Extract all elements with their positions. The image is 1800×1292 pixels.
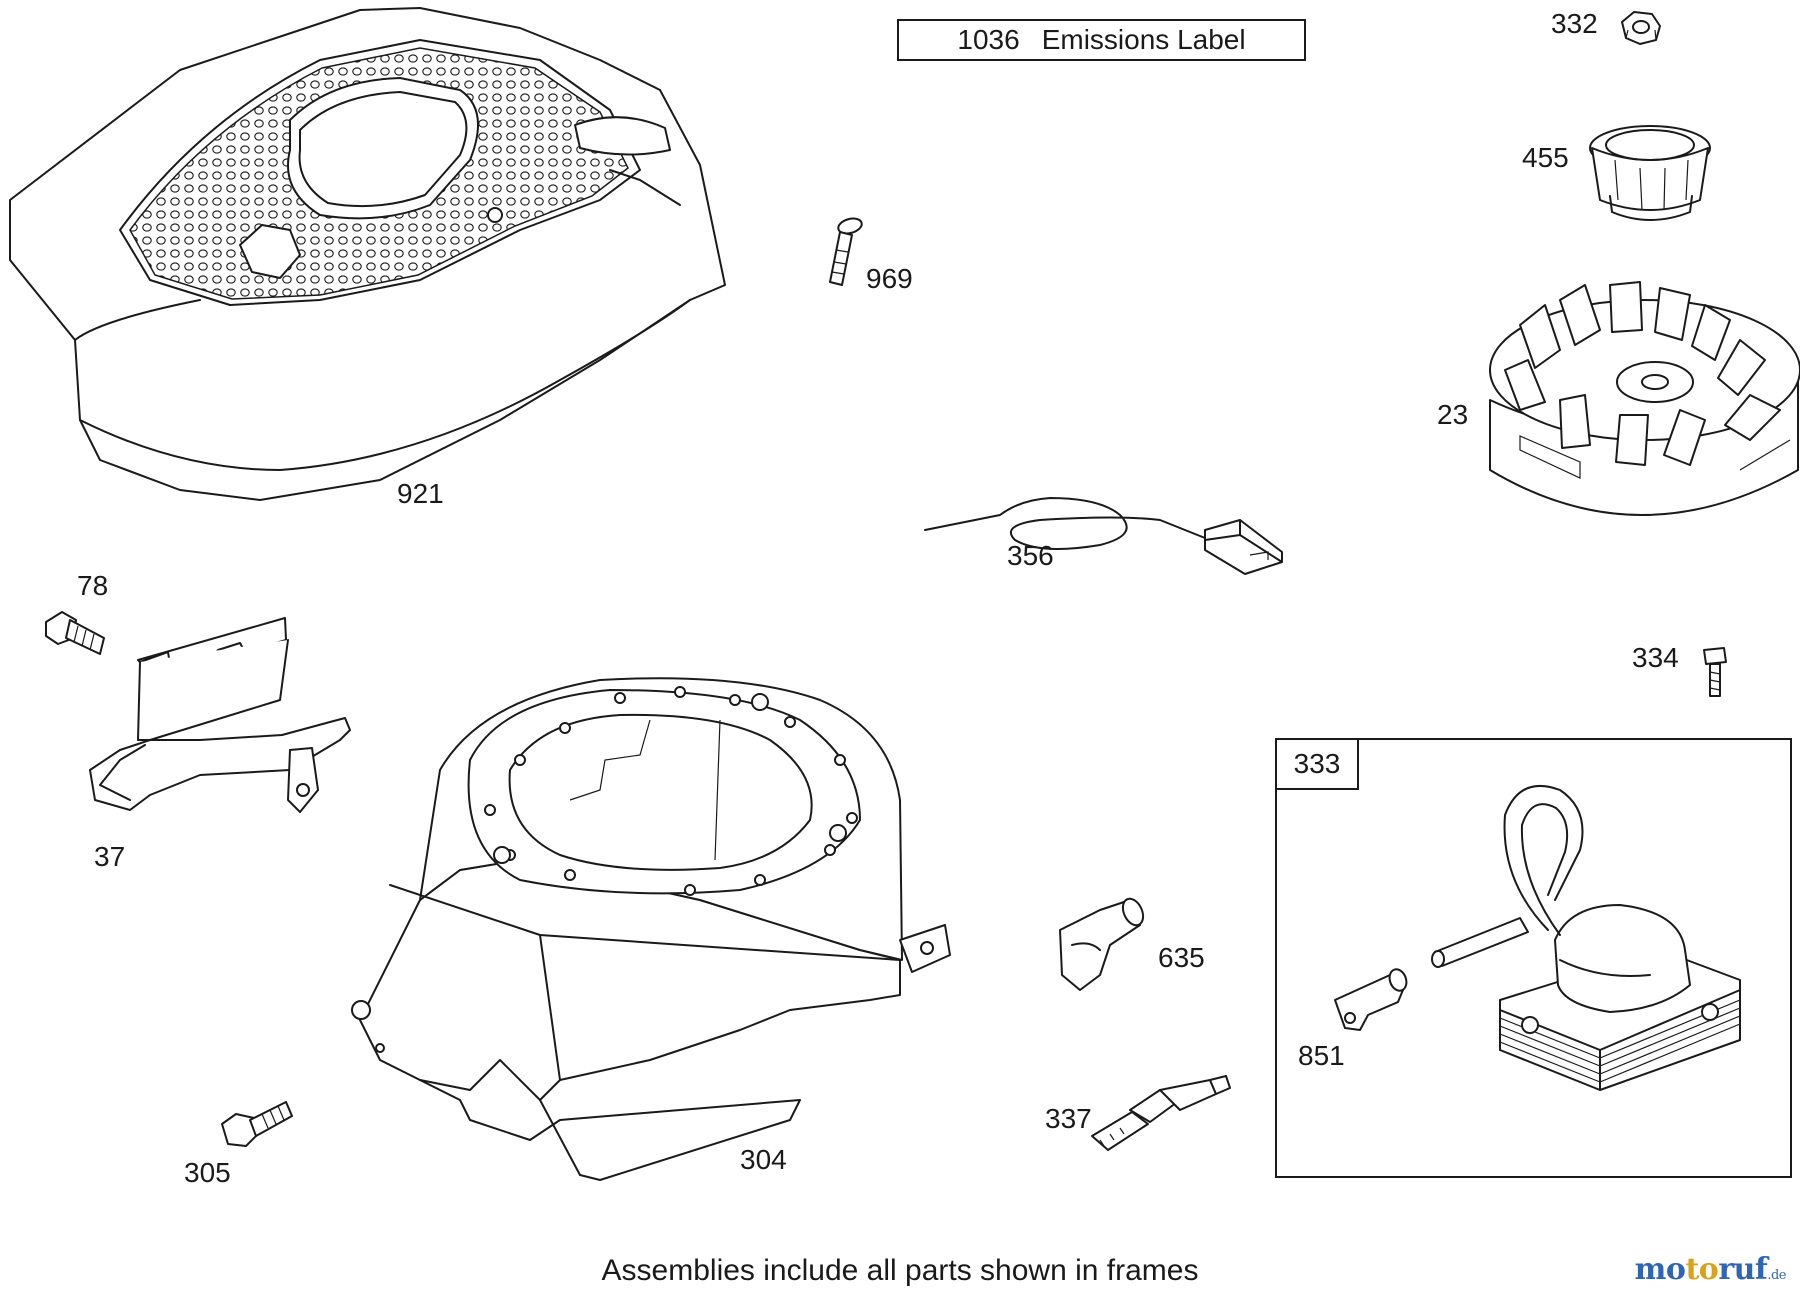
air-guide-37-drawing (89, 617, 351, 813)
nut-332-drawing (1621, 11, 1661, 45)
callout-921: 921 (397, 478, 444, 509)
assembly-frame-tag: 333 (1277, 740, 1359, 790)
callout-78: 78 (77, 570, 109, 601)
blower-housing-304-drawing (351, 677, 951, 1181)
callout-304: 304 (740, 1144, 787, 1175)
bolt-305-drawing (221, 1101, 293, 1147)
screw-969-drawing (829, 217, 863, 286)
logo-part-2: to (1685, 1252, 1719, 1287)
callout-334: 334 (1632, 642, 1679, 673)
logo-part-1: mo (1634, 1252, 1686, 1287)
starter-cup-455-drawing (1589, 125, 1711, 221)
callout-337: 337 (1045, 1103, 1092, 1134)
emissions-label-box: 1036 Emissions Label (897, 19, 1306, 61)
callout-969: 969 (866, 263, 913, 294)
callout-23: 23 (1437, 399, 1469, 430)
screw-334-drawing (1703, 647, 1727, 697)
flywheel-23-drawing (1489, 281, 1800, 516)
emissions-label-part-number: 1036 (957, 24, 1020, 55)
ground-wire-356-drawing (924, 497, 1283, 575)
emissions-label-text: Emissions Label (1041, 24, 1246, 55)
callout-37: 37 (94, 841, 126, 872)
callout-455: 455 (1522, 142, 1569, 173)
callout-356: 356 (1007, 540, 1054, 571)
blower-housing-cover-921-drawing (9, 7, 726, 501)
terminal-851-drawing (1334, 968, 1408, 1031)
callout-635: 635 (1158, 942, 1205, 973)
assembly-frame-333: 333 (1275, 738, 1792, 1178)
spark-plug-boot-635-drawing (1059, 897, 1145, 991)
assemblies-footnote: Assemblies include all parts shown in fr… (601, 1254, 1199, 1287)
ignition-armature-333-drawing (1431, 785, 1741, 1091)
callout-332: 332 (1551, 8, 1598, 39)
callout-851: 851 (1298, 1040, 1345, 1071)
motoruf-watermark-logo: motoruf.de (1634, 1252, 1787, 1287)
spark-plug-337-drawing (1091, 1075, 1231, 1151)
bolt-78-drawing (45, 611, 105, 655)
callout-305: 305 (184, 1157, 231, 1188)
logo-tld: .de (1767, 1268, 1786, 1283)
logo-part-3: ruf (1718, 1252, 1768, 1287)
